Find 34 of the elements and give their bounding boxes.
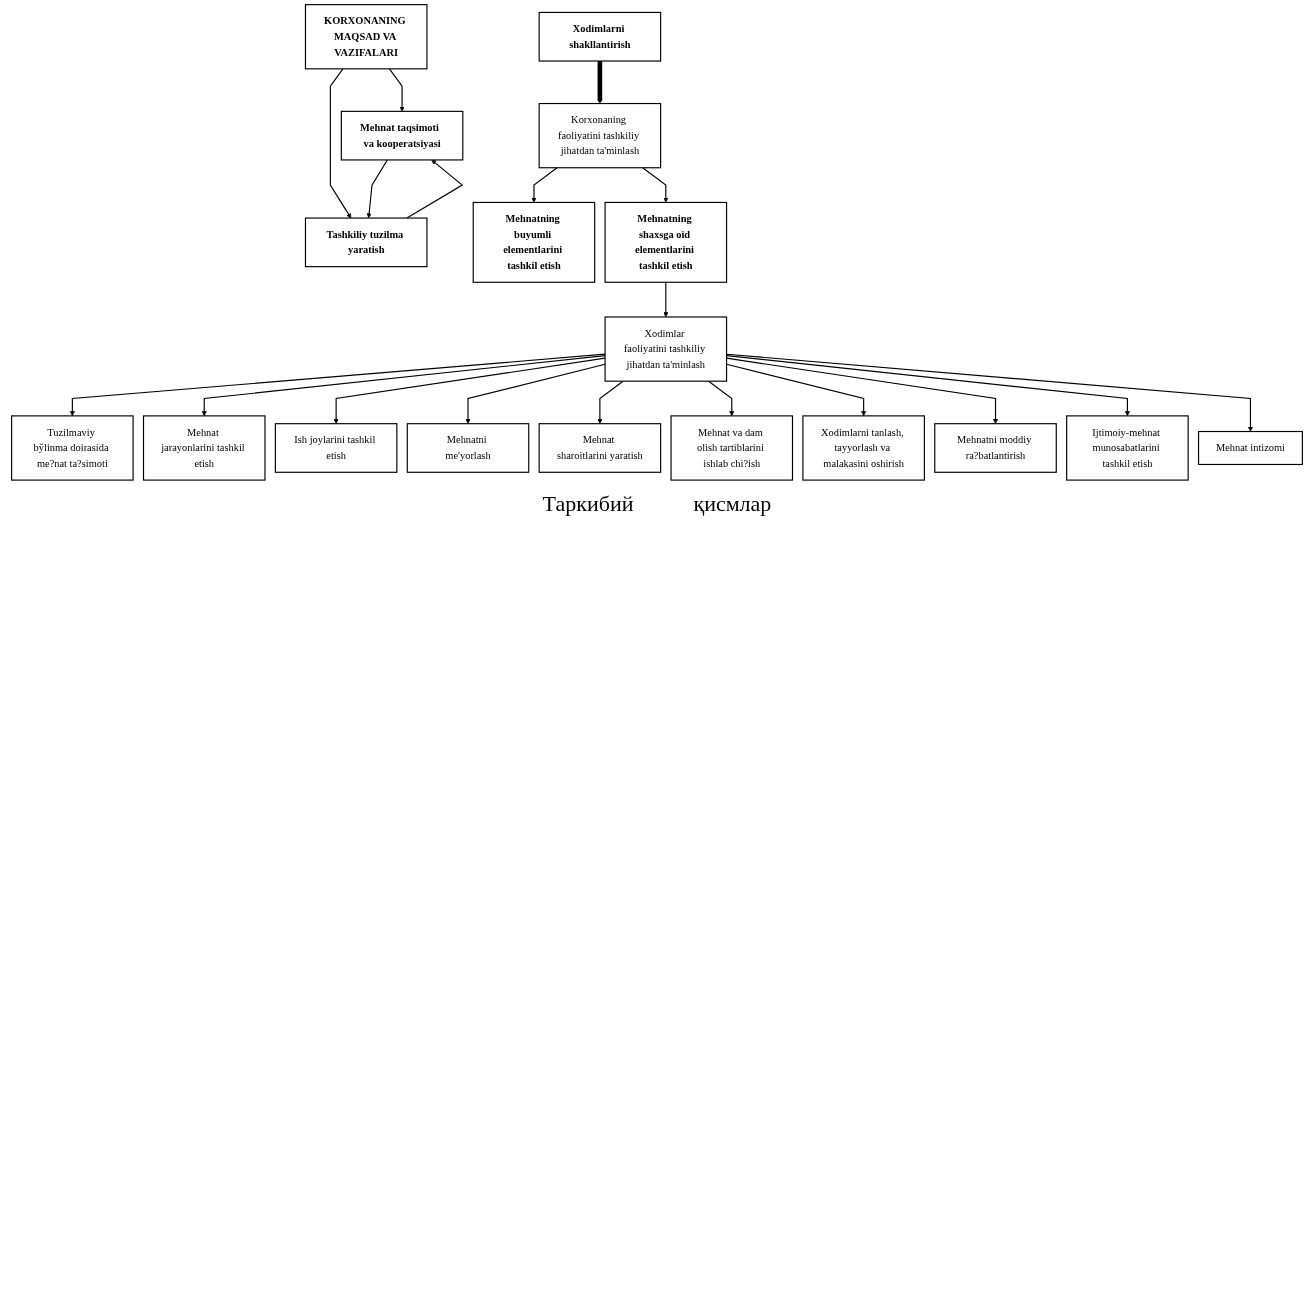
arrow (329, 68, 352, 219)
node-box: Tashkiliy tuzilma yaratish (304, 217, 428, 268)
arrow (597, 61, 603, 104)
arrow (597, 380, 624, 424)
arrow (465, 363, 606, 424)
node-box: Xodimlar faoliyatini tashkiliy jihatdan ta'minlash (604, 316, 728, 382)
arrow (388, 68, 405, 112)
arrow (663, 281, 669, 318)
node-box: Mehnat sharoitlarini yaratish (538, 423, 662, 473)
node-box: Ijtimoiy-mehnat munosabatlarini tashkil etish (1066, 415, 1189, 481)
node-box: Mehnatning shaxsga oid elementlarini tashkil etish (604, 201, 728, 283)
node-box: Korxonaning faoliyatini tashkiliy jihatdan ta'minlash (538, 102, 662, 169)
node-box: Mehnat taqsimoti va kooperatsiyasi (340, 110, 464, 161)
node-box: Mehnatning buyumli elementlarini tashkil etish (472, 201, 596, 283)
node-box: KORXONANING MAQSAD VA VAZIFALARI (304, 4, 428, 70)
arrow (406, 159, 464, 219)
arrow (69, 353, 606, 417)
node-box: Tuzilmaviy bўlinma doirasida me?nat ta?simoti (11, 415, 134, 481)
annotation-text: қисмлар (693, 490, 772, 517)
node-box: Ish joylarini tashkil etish (274, 423, 398, 473)
arrow (708, 380, 735, 417)
arrow (366, 159, 388, 219)
arrow (642, 167, 669, 203)
node-box: Mehnatni moddiy ra?batlantirish (934, 423, 1057, 473)
node-box: Mehnat intizomi (1197, 430, 1303, 466)
annotation-text: Таркибий (542, 490, 634, 517)
arrow (201, 355, 606, 417)
node-box: Mehnat va dam olish tartiblarini ishlab chi?ish (670, 415, 794, 481)
arrow (333, 357, 606, 424)
node-box: Xodimlarni tanlash, tayyorlash va malakasini oshirish (802, 415, 925, 481)
node-box: Xodimlarni shakllantirish (538, 11, 662, 62)
arrow (531, 167, 558, 203)
node-box: Mehnatni me'yorlash (406, 423, 530, 473)
node-box: Mehnat jarayonlarini tashkil etish (142, 415, 266, 481)
